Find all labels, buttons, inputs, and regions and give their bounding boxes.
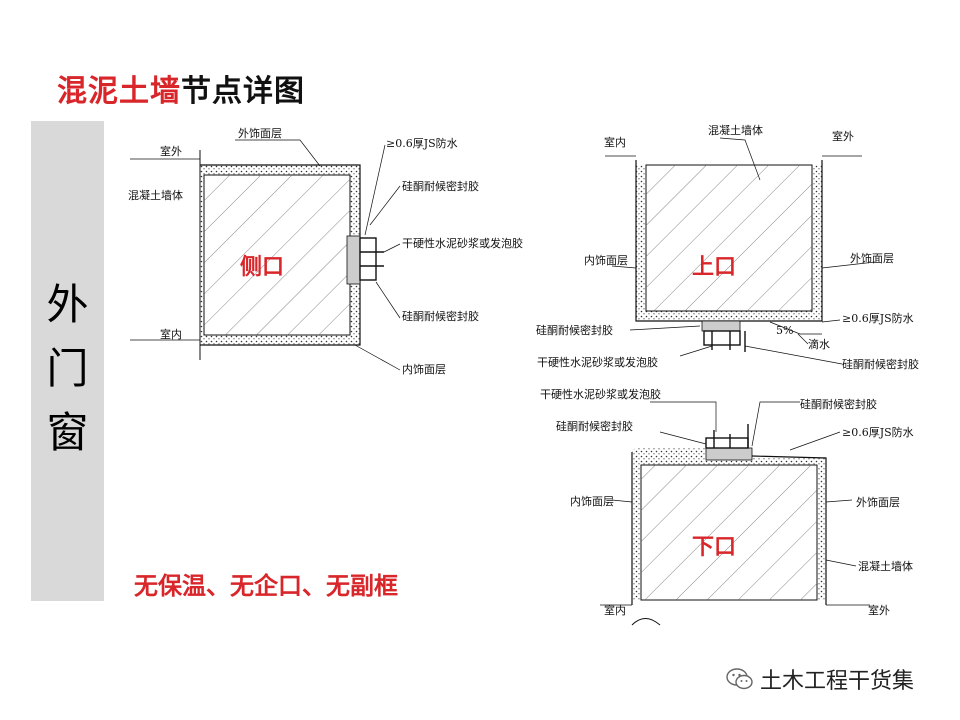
top-label-interior: 室内 (604, 135, 626, 149)
bottom-label-sealant-left: 硅酮耐候密封胶 (556, 419, 633, 433)
bottom-label-mortar: 干硬性水泥砂浆或发泡胶 (540, 387, 661, 401)
detail-top: 室内 混凝土墙体 室外 内饰面层 外饰面层 ≥0.6厚JS防水 硅酮耐候密封胶 … (536, 123, 919, 371)
top-label-drip: 滴水 (808, 337, 830, 351)
top-label-ext-finish: 外饰面层 (850, 251, 894, 265)
top-label-mortar: 干硬性水泥砂浆或发泡胶 (537, 355, 658, 369)
bottom-label-ext-finish: 外饰面层 (856, 495, 900, 509)
bottom-label-waterproof: ≥0.6厚JS防水 (842, 425, 914, 439)
sidebar-char-3: 窗 (46, 408, 89, 457)
title-black-part: 节点详图 (181, 74, 305, 109)
bottom-label-interior: 室内 (604, 603, 626, 617)
side-label-interior: 室内 (160, 327, 182, 341)
side-label-mortar: 干硬性水泥砂浆或发泡胶 (402, 236, 523, 250)
watermark: 土木工程干货集 (726, 664, 914, 694)
page-title: 混泥土墙节点详图 (57, 66, 305, 110)
side-label-sealant-top: 硅酮耐候密封胶 (402, 179, 479, 193)
side-label-exterior: 室外 (160, 144, 182, 158)
side-window-frame (359, 237, 377, 281)
side-detail-name: 侧口 (240, 255, 284, 280)
side-label-sealant-bottom: 硅酮耐候密封胶 (402, 309, 479, 323)
top-label-sealant-right: 硅酮耐候密封胶 (842, 357, 919, 371)
detail-side: 室外 室内 混凝土墙体 外饰面层 ≥0.6厚JS防水 硅酮耐候密封胶 干硬性水泥… (128, 126, 523, 376)
top-label-slope: 5% (776, 324, 793, 337)
sidebar-char-1: 外 (46, 280, 89, 329)
side-label-wall: 混凝土墙体 (128, 188, 183, 202)
top-label-waterproof: ≥0.6厚JS防水 (842, 311, 914, 325)
top-label-sealant-left: 硅酮耐候密封胶 (536, 323, 613, 337)
bottom-label-sealant-right: 硅酮耐候密封胶 (800, 397, 877, 411)
note-text: 无保温、无企口、无副框 (134, 572, 398, 600)
side-label-int-finish: 内饰面层 (402, 362, 446, 376)
title-red-part: 混泥土墙 (57, 74, 181, 109)
side-mortar-fill (346, 235, 361, 285)
bottom-label-wall: 混凝土墙体 (858, 559, 913, 573)
sidebar-char-2: 门 (46, 344, 89, 393)
wechat-icon (726, 668, 753, 690)
top-label-int-finish: 内饰面层 (584, 253, 628, 267)
bottom-detail-name: 下口 (692, 535, 736, 560)
bottom-label-int-finish: 内饰面层 (570, 494, 614, 508)
sidebar-label-block: 外 门 窗 (31, 121, 104, 601)
watermark-text: 土木工程干货集 (760, 669, 915, 694)
top-detail-name: 上口 (692, 255, 736, 280)
bottom-window-frame (705, 437, 749, 449)
top-label-exterior: 室外 (832, 129, 854, 143)
top-label-wall: 混凝土墙体 (708, 123, 763, 137)
top-window-frame (703, 330, 741, 346)
detail-bottom: 干硬性水泥砂浆或发泡胶 硅酮耐候密封胶 硅酮耐候密封胶 ≥0.6厚JS防水 内饰… (540, 387, 914, 626)
side-label-waterproof: ≥0.6厚JS防水 (386, 136, 458, 150)
bottom-label-exterior: 室外 (868, 603, 890, 617)
side-label-ext-finish: 外饰面层 (238, 126, 282, 140)
